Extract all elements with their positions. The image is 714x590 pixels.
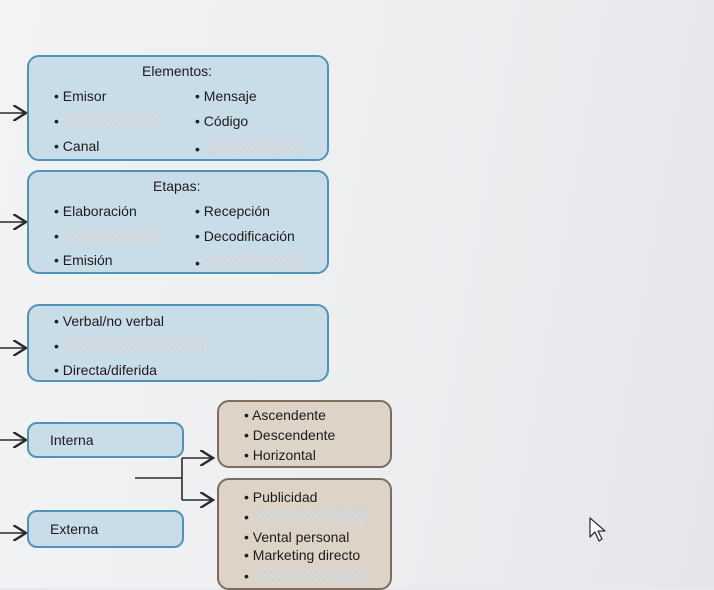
elementos-item: • Canal (54, 138, 100, 154)
etapas-item: • (195, 255, 200, 271)
elementos-item: • (54, 113, 59, 129)
externa-box (27, 510, 184, 548)
interna-item: • Descendente (244, 427, 336, 443)
etapas-item: • Elaboración (54, 203, 137, 219)
answer-blank (207, 139, 302, 155)
tipos-item: • (54, 338, 59, 354)
elementos-title: Elementos: (142, 63, 213, 79)
answer-blank (66, 228, 161, 244)
answer-blank (66, 113, 161, 129)
tipos-item: • Verbal/no verbal (54, 313, 164, 329)
interna-box (27, 422, 184, 458)
externa-item: • (244, 568, 249, 584)
elementos-item: • (195, 141, 200, 157)
etapas-item: • Decodificación (195, 228, 295, 244)
externa-item: • Publicidad (244, 489, 318, 505)
answer-blank (66, 338, 206, 354)
externa-item: • Vental personal (244, 529, 350, 545)
elementos-item: • Emisor (54, 88, 107, 104)
tipos-item: • Directa/diferida (54, 362, 157, 378)
answer-blank (256, 509, 366, 525)
interna-item: • Horizontal (244, 447, 316, 463)
etapas-item: • (54, 228, 59, 244)
externa-label: Externa (50, 521, 99, 537)
interna-item: • Ascendente (244, 407, 326, 423)
etapas-title: Etapas: (153, 178, 201, 194)
answer-blank (207, 253, 302, 269)
elementos-item: • Mensaje (195, 88, 257, 104)
etapas-item: • Emisión (54, 252, 113, 268)
interna-list-box (217, 400, 392, 468)
externa-item: • (244, 509, 249, 525)
answer-blank (256, 568, 366, 584)
mouse-cursor-icon (589, 517, 606, 542)
externa-item: • Marketing directo (244, 547, 361, 563)
elementos-item: • Código (195, 113, 249, 129)
interna-label: Interna (50, 432, 94, 448)
etapas-item: • Recepción (195, 203, 270, 219)
